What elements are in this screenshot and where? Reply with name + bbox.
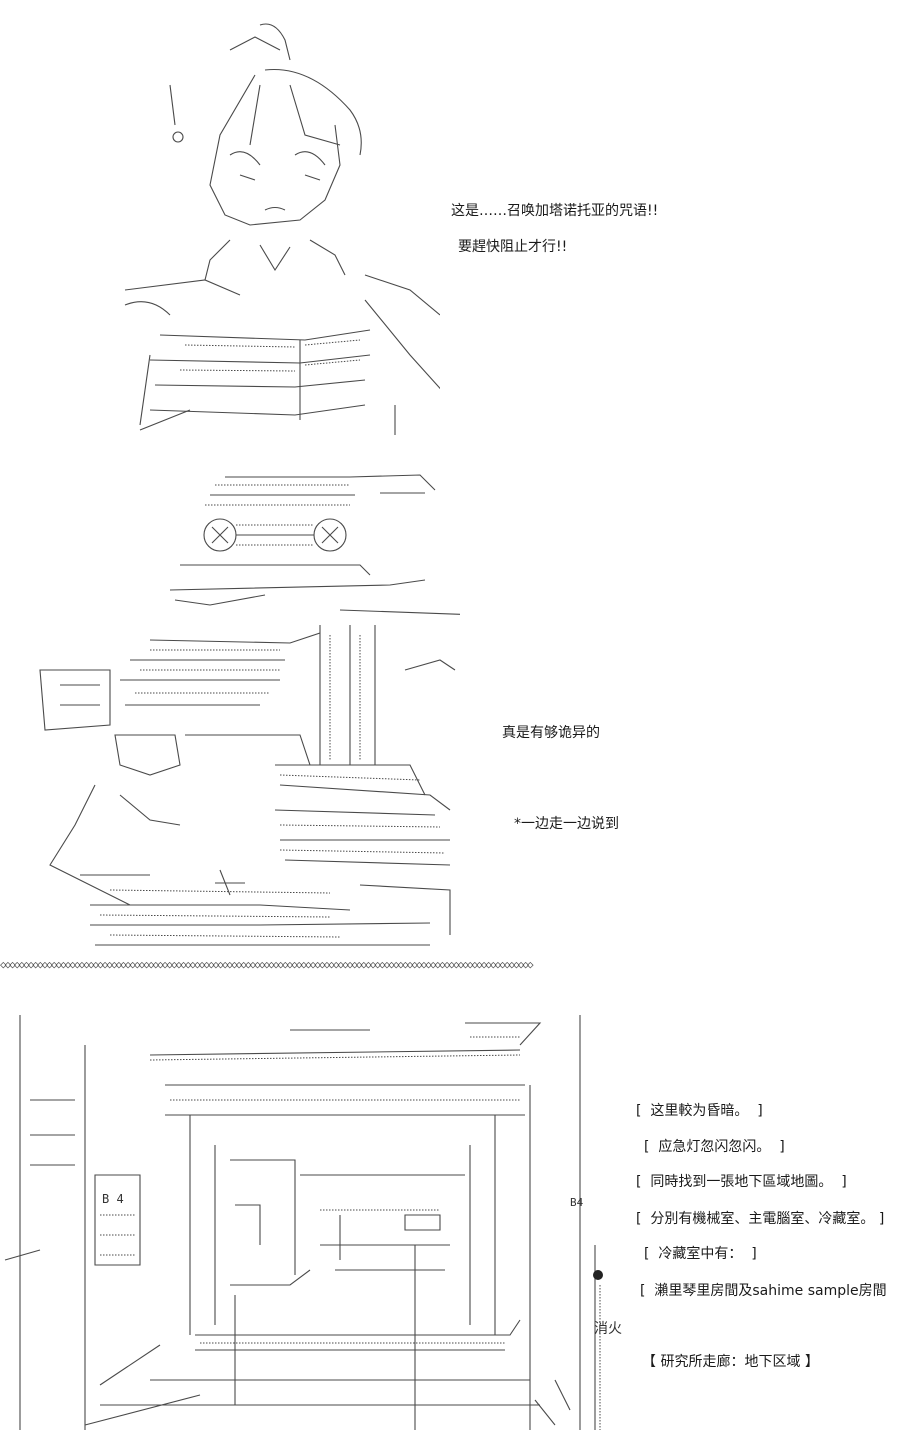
- caption-close: 】: [804, 1354, 819, 1370]
- panel3-illustration: [0, 1005, 630, 1435]
- caption-open: [: [640, 1283, 646, 1299]
- caption-close: ]: [841, 1174, 847, 1190]
- caption-text: 分別有機械室、主電腦室、冷藏室。: [650, 1211, 875, 1227]
- caption-text: 瀨里琴里房間及sahime sample房間: [654, 1283, 887, 1299]
- caption-open: [: [636, 1174, 642, 1190]
- caption-line-5: [ 冷藏室中有： ]: [644, 1245, 757, 1263]
- caption-open: [: [636, 1211, 642, 1227]
- caption-line-3: [ 同時找到一張地下區域地圖。 ]: [636, 1173, 847, 1191]
- b4-sign: B 4: [102, 1192, 124, 1206]
- caption-open: 【: [642, 1354, 656, 1370]
- caption-close: ]: [779, 1139, 785, 1155]
- panel2-narration: *一边走一边说到: [514, 816, 619, 832]
- caption-line-2: [ 应急灯忽闪忽闪。 ]: [644, 1138, 785, 1156]
- caption-text: 冷藏室中有：: [658, 1246, 743, 1262]
- caption-close: ]: [878, 1211, 885, 1227]
- caption-line-1: [ 这里較为昏暗。 ]: [636, 1102, 763, 1120]
- panel2-speech: 真是有够诡异的: [502, 725, 600, 741]
- caption-close: ]: [757, 1103, 763, 1119]
- fire-extinguisher-label: 消火: [594, 1321, 622, 1337]
- caption-line-6: [ 瀨里琴里房間及sahime sample房間: [640, 1282, 887, 1300]
- caption-text: 应急灯忽闪忽闪。: [658, 1139, 771, 1155]
- caption-open: [: [644, 1139, 650, 1155]
- panel1-illustration: [110, 15, 440, 440]
- panel-divider: ◇◇◇◇◇◇◇◇◇◇◇◇◇◇◇◇◇◇◇◇◇◇◇◇◇◇◇◇◇◇◇◇◇◇◇◇◇◇◇◇…: [0, 958, 534, 971]
- caption-text: 这里較为昏暗。: [650, 1103, 749, 1119]
- panel1-speech-line1: 这是……召唤加塔诺托亚的咒语!!: [451, 203, 659, 219]
- caption-text: 研究所走廊：地下区域: [660, 1354, 801, 1370]
- panel1-speech-line2: 要趕快阻止才行!!: [458, 239, 568, 255]
- caption-close: ]: [751, 1246, 757, 1262]
- b4-door-label: B4: [570, 1196, 584, 1209]
- caption-text: 同時找到一張地下區域地圖。: [650, 1174, 833, 1190]
- caption-open: [: [636, 1103, 642, 1119]
- panel2-illustration: [30, 465, 460, 955]
- caption-open: [: [644, 1246, 650, 1262]
- caption-location: 【 研究所走廊：地下区域 】: [642, 1353, 819, 1371]
- caption-line-4: [ 分別有機械室、主電腦室、冷藏室。 ]: [636, 1210, 884, 1228]
